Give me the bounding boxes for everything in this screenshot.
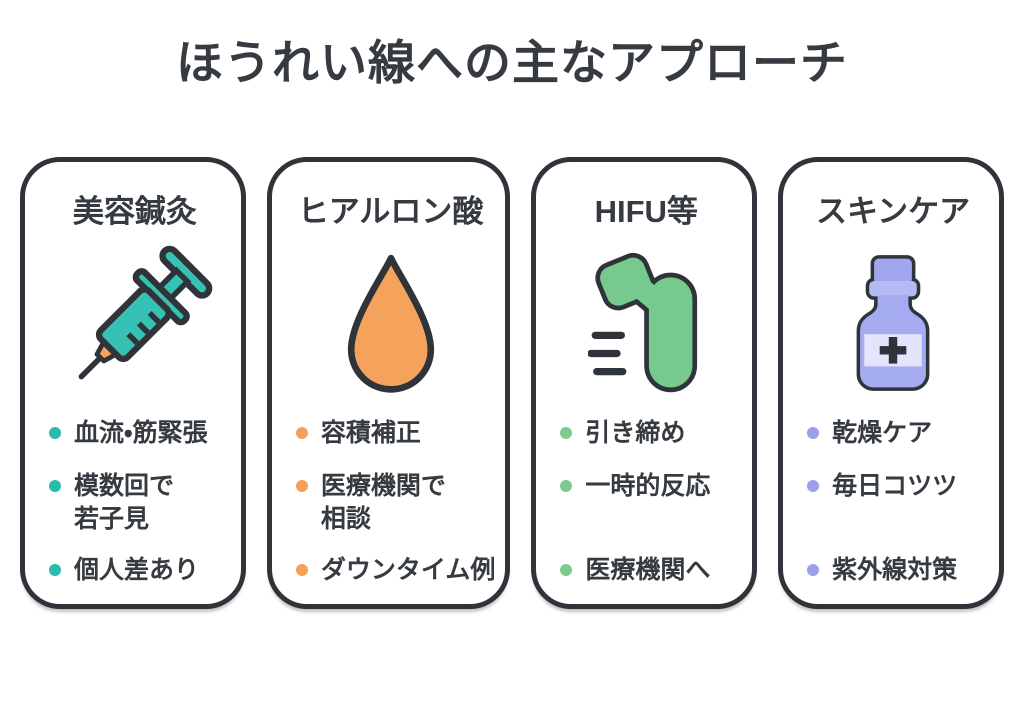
bullet-label: 一時的反応 xyxy=(585,471,711,500)
bullet-label: 医療機関で 相談 xyxy=(320,471,446,533)
bullet-dot xyxy=(295,426,308,439)
bullet-label: 血流・筋緊張 xyxy=(74,418,208,447)
bullet-list: 引き締め 一時的反応 医療機関へ xyxy=(558,417,742,587)
bullet-label: 紫外線対策 xyxy=(832,555,958,584)
hifu-device-icon xyxy=(588,252,698,392)
list-item: 模数回で 若子見 xyxy=(49,470,231,554)
list-item: 個人差あり xyxy=(49,554,231,587)
card-title: ヒアルロン酸 xyxy=(297,193,484,229)
bullet-dot xyxy=(560,563,573,576)
bullet-dot xyxy=(295,563,308,576)
bullet-label: 毎日コツツ xyxy=(832,471,958,500)
bullet-label: 個人差あり xyxy=(74,555,200,584)
syringe-icon xyxy=(78,245,213,380)
card-title: スキンケア xyxy=(816,193,971,229)
icon-area xyxy=(550,237,742,409)
bullet-dot xyxy=(807,479,820,492)
bullet-label: 引き締め xyxy=(585,418,686,447)
bullet-label: 医療機関へ xyxy=(585,555,711,584)
plus-icon xyxy=(879,336,907,364)
icon-area xyxy=(286,237,496,409)
card-hifu: HIFU等 xyxy=(531,156,758,609)
card-title: 美容鍼灸 xyxy=(72,193,197,229)
card-hyaluronic-acid: ヒアルロン酸 容積補正 医療機関で 相談 ダウンタイム例 xyxy=(266,156,511,609)
list-item: 紫外線対策 xyxy=(807,554,989,587)
bullet-list: 容積補正 医療機関で 相談 ダウンタイム例 xyxy=(294,417,496,587)
bullet-dot xyxy=(49,563,61,576)
approach-cards: 美容鍼灸 血流・筋緊張 模数回で 若子見 個人差あり xyxy=(0,156,1024,609)
icon-area xyxy=(39,237,231,409)
list-item: 血流・筋緊張 xyxy=(49,417,231,470)
bullet-list: 血流・筋緊張 模数回で 若子見 個人差あり xyxy=(47,417,231,587)
bullet-dot xyxy=(807,426,820,439)
bullet-dot xyxy=(295,479,308,492)
card-acupuncture: 美容鍼灸 血流・筋緊張 模数回で 若子見 個人差あり xyxy=(20,156,246,609)
card-title: HIFU等 xyxy=(594,193,698,229)
emission-lines-icon xyxy=(588,331,627,375)
card-skincare: スキンケア xyxy=(778,156,1004,609)
bullet-dot xyxy=(49,479,61,492)
bullet-dot xyxy=(560,479,573,492)
list-item: 乾燥ケア xyxy=(807,417,989,470)
list-item: 一時的反応 xyxy=(560,470,742,554)
bullet-dot xyxy=(807,563,820,576)
bullet-label: 乾燥ケア xyxy=(832,418,933,447)
bullet-label: 模数回で 若子見 xyxy=(74,471,175,533)
icon-area xyxy=(797,237,989,409)
skincare-bottle-icon xyxy=(856,254,930,391)
list-item: ダウンタイム例 xyxy=(295,554,496,587)
list-item: 容積補正 xyxy=(295,417,496,470)
list-item: 毎日コツツ xyxy=(807,470,989,554)
bullet-label: 容積補正 xyxy=(320,418,421,447)
bullet-dot xyxy=(49,426,61,439)
list-item: 医療機関で 相談 xyxy=(295,470,496,554)
bullet-dot xyxy=(560,426,573,439)
list-item: 医療機関へ xyxy=(560,554,742,587)
bullet-list: 乾燥ケア 毎日コツツ 紫外線対策 xyxy=(805,417,989,587)
droplet-icon xyxy=(347,254,434,393)
list-item: 引き締め xyxy=(560,417,742,470)
page-title: ほうれい線への主なアプローチ xyxy=(176,36,848,89)
bullet-label: ダウンタイム例 xyxy=(320,555,496,584)
